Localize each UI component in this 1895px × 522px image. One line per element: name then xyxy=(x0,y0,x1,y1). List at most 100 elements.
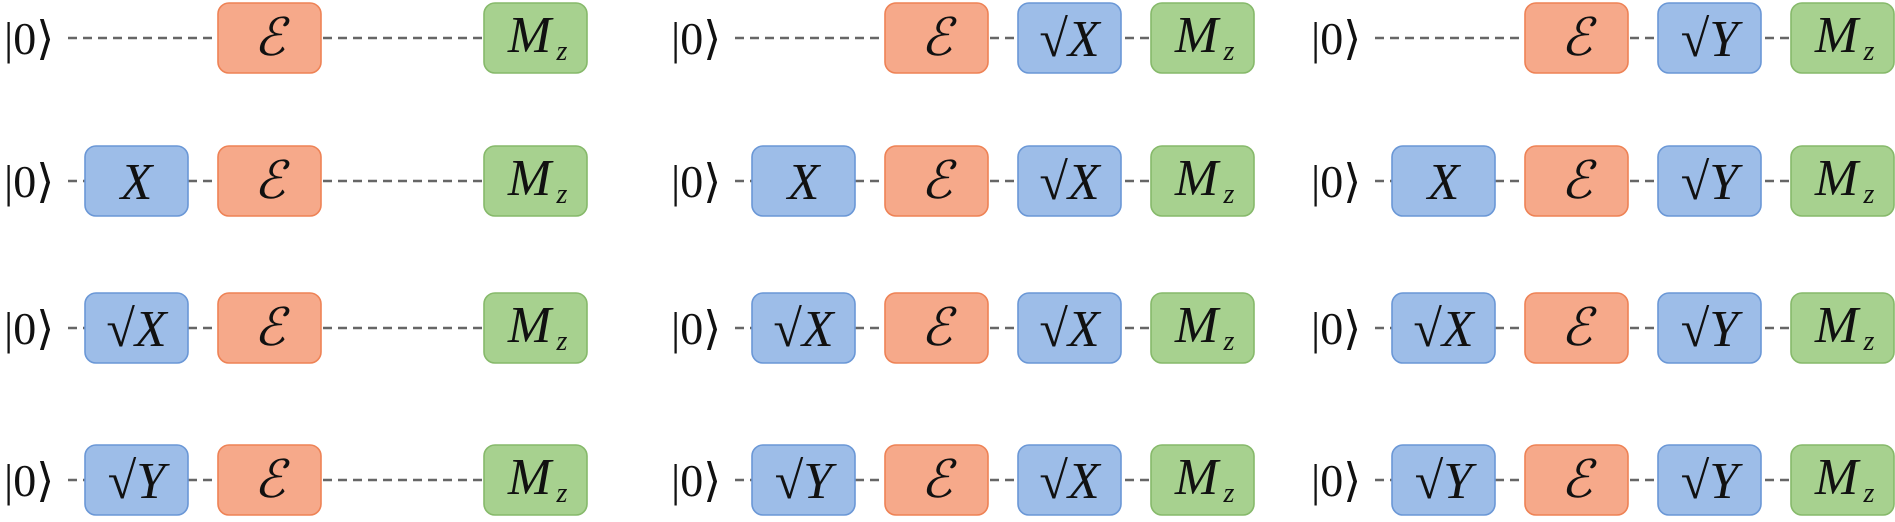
ket-zero-label: |0⟩ xyxy=(4,303,54,354)
measure-subscript: z xyxy=(1863,478,1875,509)
measure-label: M xyxy=(507,7,554,64)
pre-gate-sqrtX-box xyxy=(751,292,856,364)
measure-z-gate-box xyxy=(483,145,588,217)
post-gate-sqrtY-box xyxy=(1657,444,1762,516)
measure-label: M xyxy=(1174,449,1221,506)
X-gate-label: X xyxy=(786,154,822,211)
pre-gate-X-box xyxy=(751,145,856,217)
pre-gate-sqrtY: √Y xyxy=(84,444,189,516)
measure-z-gate-box xyxy=(483,2,588,74)
measure-subscript: z xyxy=(556,326,568,357)
X-gate-label: X xyxy=(1426,154,1462,211)
pre-gate-sqrtX-box xyxy=(1391,292,1496,364)
error-channel-gate-box xyxy=(217,292,322,364)
ket-zero-label: |0⟩ xyxy=(1311,13,1361,64)
measure-subscript: z xyxy=(1223,36,1235,67)
pre-gate-X: X xyxy=(84,145,189,217)
error-channel-gate: ℰ xyxy=(884,444,989,516)
sqrtX-gate-label: √X xyxy=(773,301,836,358)
sqrtY-gate-label: √Y xyxy=(775,453,838,510)
measure-z-gate-box xyxy=(1150,2,1255,74)
measure-z-gate-box xyxy=(1150,145,1255,217)
measure-subscript: z xyxy=(1863,179,1875,210)
ket-zero-label: |0⟩ xyxy=(1311,303,1361,354)
error-channel-gate-box xyxy=(884,292,989,364)
post-gate-sqrtX: √X xyxy=(1017,2,1122,74)
error-channel-gate-box xyxy=(1524,145,1629,217)
post-gate-sqrtX: √X xyxy=(1017,444,1122,516)
error-channel-label: ℰ xyxy=(921,300,957,357)
error-channel-label: ℰ xyxy=(1561,300,1597,357)
measure-z-gate-box xyxy=(483,444,588,516)
error-channel-label: ℰ xyxy=(1561,10,1597,67)
sqrtX-gate-label: √X xyxy=(1039,301,1102,358)
error-channel-gate: ℰ xyxy=(884,145,989,217)
error-channel-label: ℰ xyxy=(921,10,957,67)
X-gate-label: X xyxy=(119,154,155,211)
sqrtY-gate-label: √Y xyxy=(1681,301,1744,358)
post-gate-sqrtY: √Y xyxy=(1657,444,1762,516)
measure-subscript: z xyxy=(556,478,568,509)
error-channel-gate-box xyxy=(884,444,989,516)
pre-gate-sqrtY-box xyxy=(1391,444,1496,516)
pre-gate-X-box xyxy=(84,145,189,217)
error-channel-label: ℰ xyxy=(254,153,290,210)
ket-zero-label: |0⟩ xyxy=(1311,156,1361,207)
measure-subscript: z xyxy=(1863,36,1875,67)
error-channel-label: ℰ xyxy=(254,452,290,509)
ket-zero-label: |0⟩ xyxy=(671,455,721,506)
measure-label: M xyxy=(1814,150,1861,207)
error-channel-gate-box xyxy=(884,2,989,74)
measure-subscript: z xyxy=(1223,478,1235,509)
ket-zero-label: |0⟩ xyxy=(4,13,54,64)
measure-label: M xyxy=(1814,7,1861,64)
sqrtY-gate-label: √Y xyxy=(1681,453,1744,510)
error-channel-gate: ℰ xyxy=(217,292,322,364)
ket-zero-label: |0⟩ xyxy=(4,156,54,207)
post-gate-sqrtY: √Y xyxy=(1657,145,1762,217)
pre-gate-sqrtY-box xyxy=(84,444,189,516)
pre-gate-sqrtX: √X xyxy=(751,292,856,364)
measure-subscript: z xyxy=(1223,326,1235,357)
sqrtX-gate-label: √X xyxy=(1413,301,1476,358)
post-gate-sqrtX: √X xyxy=(1017,145,1122,217)
error-channel-label: ℰ xyxy=(254,10,290,67)
error-channel-gate: ℰ xyxy=(1524,2,1629,74)
post-gate-sqrtY: √Y xyxy=(1657,2,1762,74)
measure-label: M xyxy=(1814,297,1861,354)
sqrtY-gate-label: √Y xyxy=(1681,154,1744,211)
measure-label: M xyxy=(507,449,554,506)
error-channel-label: ℰ xyxy=(921,153,957,210)
error-channel-label: ℰ xyxy=(921,452,957,509)
pre-gate-sqrtY: √Y xyxy=(1391,444,1496,516)
error-channel-gate: ℰ xyxy=(217,444,322,516)
error-channel-gate: ℰ xyxy=(884,2,989,74)
sqrtX-gate-label: √X xyxy=(1039,11,1102,68)
error-channel-gate: ℰ xyxy=(1524,145,1629,217)
error-channel-label: ℰ xyxy=(254,300,290,357)
measure-subscript: z xyxy=(556,179,568,210)
measure-subscript: z xyxy=(1863,326,1875,357)
error-channel-gate-box xyxy=(1524,292,1629,364)
post-gate-sqrtX-box xyxy=(1017,292,1122,364)
error-channel-gate-box xyxy=(1524,444,1629,516)
measure-label: M xyxy=(1174,297,1221,354)
sqrtY-gate-label: √Y xyxy=(108,453,171,510)
error-channel-gate: ℰ xyxy=(884,292,989,364)
ket-zero-label: |0⟩ xyxy=(671,303,721,354)
